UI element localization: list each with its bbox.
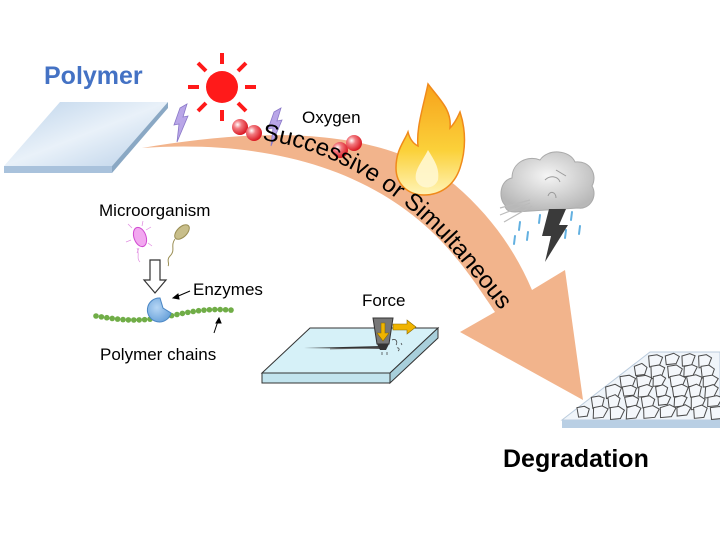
chain-bead	[131, 317, 137, 323]
degradation-title: Degradation	[503, 445, 649, 473]
scratch-tip-icon	[372, 317, 417, 355]
crack-cell	[643, 405, 660, 419]
bacteria-icon	[125, 220, 153, 263]
chain-bead	[120, 316, 126, 323]
crack-cell	[683, 364, 698, 378]
bacteria-icon	[167, 224, 190, 267]
crack-cell	[704, 384, 719, 399]
chain-bead	[114, 316, 121, 322]
crack-cell	[655, 384, 669, 398]
chain-bead	[179, 310, 186, 317]
chain-bead	[109, 315, 115, 322]
force-label: Force	[362, 291, 406, 310]
pointer-arrow	[171, 290, 222, 334]
oxygen-label: Oxygen	[302, 108, 361, 127]
crack-cell	[648, 354, 664, 368]
crack-cell	[652, 374, 667, 387]
degraded-polymer-sheet	[560, 351, 720, 428]
down-arrow-icon	[142, 259, 168, 294]
crack-cell	[688, 383, 703, 398]
chain-bead	[185, 309, 191, 316]
oxygen-molecule-icon	[232, 119, 262, 141]
chain-bead	[201, 307, 207, 313]
chain-bead	[125, 317, 132, 323]
chain-bead	[212, 306, 218, 313]
crack-cell	[659, 404, 677, 419]
crack-cell	[664, 352, 680, 366]
crack-cell	[707, 395, 720, 408]
crack-cell	[619, 374, 637, 389]
crack-cell	[686, 374, 703, 388]
oxygen-molecule-icon	[332, 135, 362, 158]
crack-cell	[693, 404, 708, 419]
chain-bead	[195, 307, 202, 314]
enzyme-icon	[146, 297, 172, 323]
crack-cell	[633, 362, 648, 377]
crack-cell	[676, 404, 692, 417]
polymer-chains-label: Polymer chains	[100, 345, 217, 364]
crack-cell	[576, 405, 590, 418]
crack-cell	[592, 405, 609, 419]
crack-cell	[637, 383, 654, 398]
chain-bead	[190, 308, 196, 315]
sun-icon	[188, 53, 256, 121]
microorganism-label: Microorganism	[99, 201, 211, 220]
fire-icon	[395, 82, 466, 196]
crack-cell	[590, 395, 605, 410]
chain-bead	[98, 314, 105, 320]
crack-cell	[702, 374, 719, 388]
crack-cell	[681, 353, 696, 367]
chain-bead	[217, 306, 223, 313]
polymer-chain	[93, 306, 234, 323]
chain-bead	[222, 306, 229, 313]
lightning-icon	[173, 103, 283, 147]
storm-cloud-icon	[499, 151, 595, 262]
crack-cell	[605, 383, 623, 400]
scratch-test-sheet	[260, 326, 440, 385]
crack-cell	[625, 404, 642, 420]
process-arrow	[142, 135, 583, 400]
crack-cell	[607, 394, 621, 409]
enzymes-label: Enzymes	[193, 280, 263, 299]
crack-cell	[671, 383, 689, 398]
crack-cell	[709, 406, 720, 421]
polymer-sheet	[4, 102, 168, 173]
chain-bead	[141, 316, 148, 323]
crack-cell	[640, 395, 656, 409]
polymer-title: Polymer	[44, 62, 143, 90]
chain-bead	[206, 306, 213, 313]
crack-cell	[673, 394, 688, 408]
chain-bead	[136, 317, 142, 323]
chain-bead	[104, 314, 110, 321]
chain-bead	[93, 313, 99, 319]
chain-bead	[174, 311, 180, 318]
crack-cell	[657, 394, 672, 406]
crack-cell	[624, 395, 640, 408]
chain-bead	[228, 307, 234, 313]
crack-cell	[609, 405, 626, 421]
crack-cell	[621, 384, 638, 397]
crack-cell	[698, 354, 713, 369]
